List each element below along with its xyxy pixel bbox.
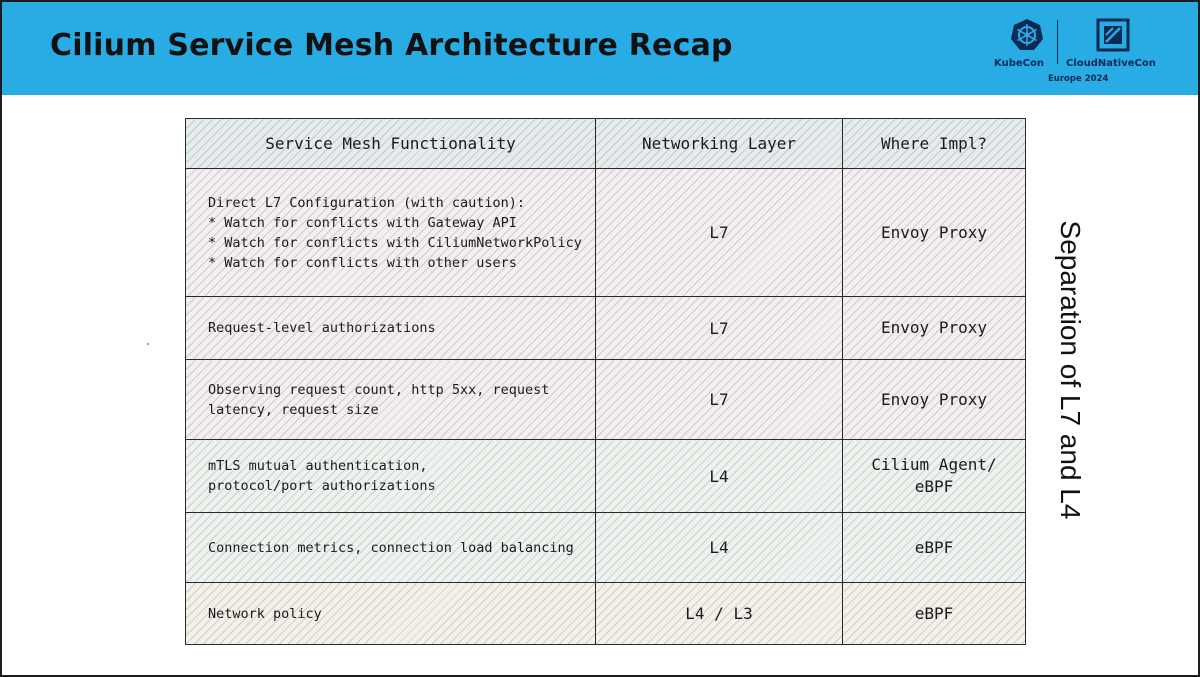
networking-layer-cell: L4 [595, 512, 843, 583]
where-impl-cell: Envoy Proxy [842, 296, 1026, 360]
table-row: Request-level authorizations L7 Envoy Prox… [185, 296, 1026, 360]
functionality-cell: mTLS mutual authentication, protocol/port… [185, 439, 596, 513]
functionality-cell: Observing request count, http 5xx, reque… [185, 359, 596, 440]
functionality-cell: Direct L7 Configuration (with caution): *… [185, 168, 596, 297]
header-where-impl: Where Impl? [842, 118, 1026, 169]
functionality-line: Direct L7 Configuration (with caution): [208, 194, 525, 211]
where-impl-cell: eBPF [842, 512, 1026, 583]
kubecon-text: KubeCon [994, 58, 1044, 69]
networking-layer-cell: L7 [595, 359, 843, 440]
table-body: Direct L7 Configuration (with caution): *… [185, 168, 1026, 645]
table-row: mTLS mutual authentication, protocol/port… [185, 439, 1026, 513]
header-bar: Cilium Service Mesh Architecture Recap [2, 2, 1198, 95]
where-impl-cell: eBPF [842, 582, 1026, 645]
functionality-line: Observing request count, http 5xx, reque… [208, 381, 550, 398]
stray-dot [147, 343, 149, 345]
event-text: Europe 2024 [1048, 74, 1109, 84]
functionality-table: Service Mesh Functionality Networking La… [185, 118, 1026, 648]
table-row: Direct L7 Configuration (with caution): *… [185, 168, 1026, 297]
functionality-line: * Watch for conflicts with other users [208, 254, 517, 271]
impl-line: Envoy Proxy [881, 389, 987, 409]
header-networking-layer: Networking Layer [595, 118, 843, 169]
impl-line: eBPF [914, 603, 954, 623]
functionality-line: mTLS mutual authentication, [208, 458, 428, 474]
where-impl-cell: Envoy Proxy [842, 359, 1026, 440]
cloudnativecon-text: CloudNativeCon [1066, 58, 1156, 69]
table-row: Observing request count, http 5xx, reque… [185, 359, 1026, 440]
kubernetes-helm-wheel-icon [1011, 19, 1043, 50]
functionality-line: * Watch for conflicts with Gateway API [208, 214, 517, 231]
functionality-line: Request-level authorizations [208, 320, 436, 336]
impl-line: eBPF [914, 537, 954, 557]
functionality-line: Network policy [208, 605, 322, 622]
where-impl-cell: Cilium Agent/eBPF [842, 439, 1026, 513]
functionality-cell: Connection metrics, connection load bala… [185, 512, 596, 583]
impl-line: eBPF [914, 477, 954, 496]
networking-layer-cell: L4 [595, 439, 843, 513]
functionality-cell: Request-level authorizations [185, 296, 596, 360]
impl-line: Envoy Proxy [881, 318, 987, 337]
networking-layer-cell: L4 / L3 [595, 582, 843, 645]
kubecon-cloudnativecon-logo: KubeCon CloudNativeCon Europe 2024 [994, 16, 1164, 88]
networking-layer-cell: L7 [595, 296, 843, 360]
header-functionality: Service Mesh Functionality [185, 118, 596, 169]
cncf-square-icon [1096, 18, 1130, 52]
slide-title: Cilium Service Mesh Architecture Recap [50, 28, 733, 63]
impl-line: Cilium Agent/ [871, 455, 997, 474]
table-header-row: Service Mesh Functionality Networking La… [185, 118, 1026, 169]
separation-side-label: Separation of L7 and L4 [1055, 220, 1086, 520]
functionality-line: Connection metrics, connection load bala… [208, 539, 574, 556]
functionality-line: * Watch for conflicts with CiliumNetwork… [208, 234, 582, 251]
table-row: Connection metrics, connection load bala… [185, 512, 1026, 583]
functionality-cell: Network policy [185, 582, 596, 645]
functionality-line: latency, request size [208, 401, 379, 418]
table-grid: Service Mesh Functionality Networking La… [185, 118, 1026, 645]
table-row: Network policy L4 / L3 eBPF [185, 582, 1026, 645]
networking-layer-cell: L7 [595, 168, 843, 297]
impl-line: Envoy Proxy [881, 222, 987, 242]
where-impl-cell: Envoy Proxy [842, 168, 1026, 297]
functionality-line: protocol/port authorizations [208, 478, 436, 494]
logo-separator [1057, 20, 1058, 64]
